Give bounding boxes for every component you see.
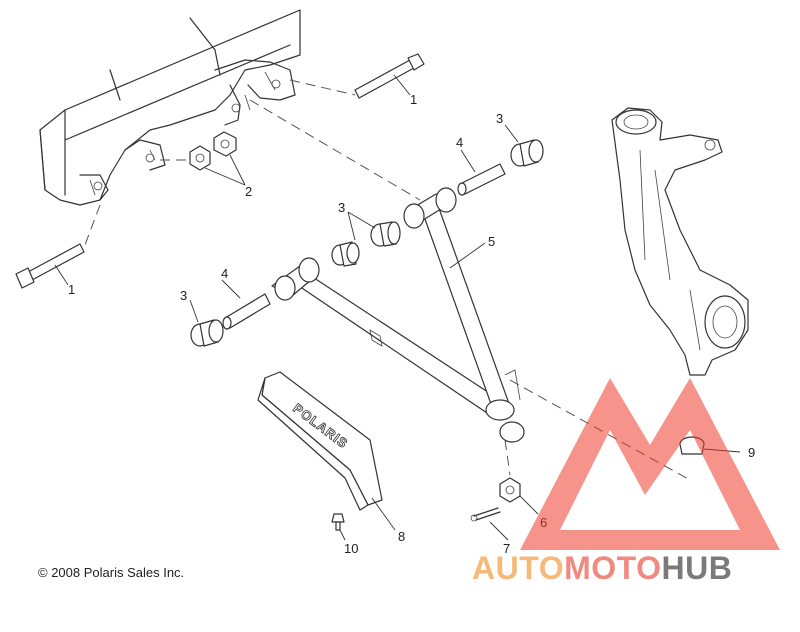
callout-8: 8 — [398, 529, 405, 544]
a-arm — [271, 187, 525, 443]
bushings — [190, 139, 544, 347]
pivot-bolt-lower — [15, 243, 85, 289]
callout-3-left: 3 — [180, 288, 187, 303]
skid-guard: POLARIS — [257, 371, 383, 511]
callout-3-right: 3 — [496, 111, 503, 126]
watermark-part-auto: AUTO — [472, 550, 565, 586]
copyright-notice: © 2008 Polaris Sales Inc. — [38, 565, 185, 580]
callout-9: 9 — [748, 445, 755, 460]
steering-knuckle — [611, 107, 749, 376]
watermark-part-moto: MOTO — [564, 550, 662, 586]
callout-1-upper: 1 — [410, 92, 417, 107]
watermark-triangle-logo — [520, 378, 780, 550]
callout-10: 10 — [344, 541, 358, 556]
lock-nuts — [189, 131, 237, 171]
frame-rail — [39, 9, 301, 206]
callout-4-right: 4 — [456, 135, 463, 150]
watermark-part-hub: HUB — [661, 550, 733, 586]
callout-7: 7 — [503, 541, 510, 556]
spindle-nut — [499, 477, 521, 503]
watermark-brand-text: AUTOMOTOHUB — [472, 550, 732, 587]
screw — [331, 513, 345, 531]
callout-1-lower: 1 — [68, 282, 75, 297]
callout-2: 2 — [245, 184, 252, 199]
pivot-bolt-upper — [354, 53, 425, 99]
cotter-pin — [470, 507, 501, 522]
callout-4-left: 4 — [221, 266, 228, 281]
callout-3-middle: 3 — [338, 200, 345, 215]
callout-5: 5 — [488, 234, 495, 249]
sleeves — [222, 163, 506, 330]
